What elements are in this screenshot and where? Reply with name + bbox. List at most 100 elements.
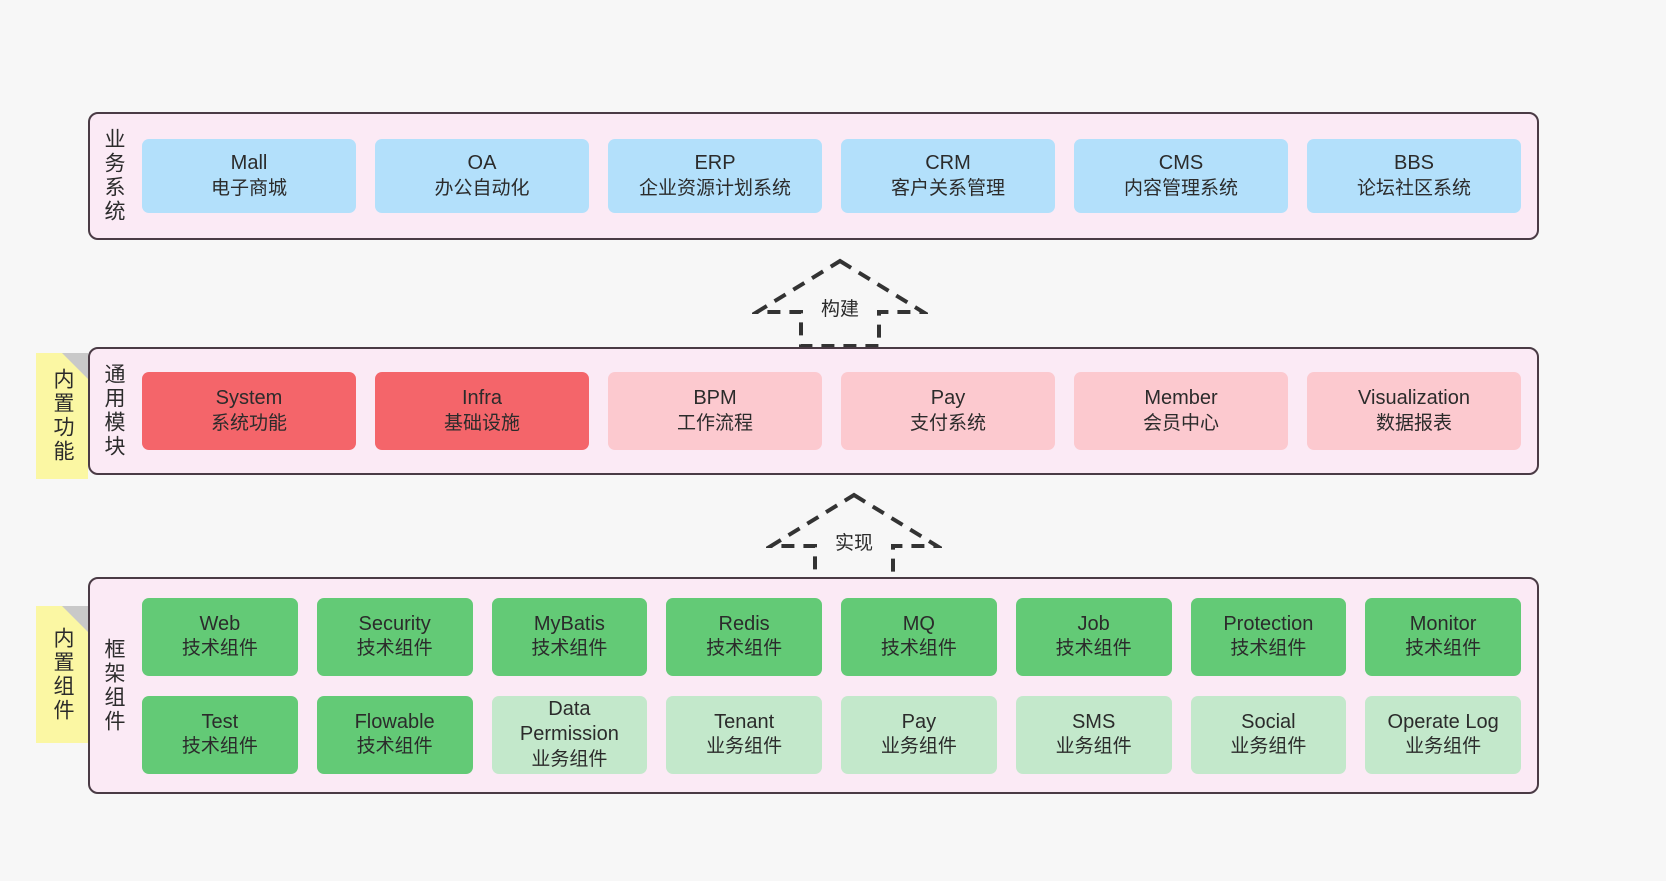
card-subtitle: 企业资源计划系统 <box>638 177 791 199</box>
card-security[interactable]: Security 技术组件 <box>316 597 473 676</box>
card-subtitle: 电子商城 <box>210 177 287 199</box>
card-title: Infra <box>461 387 503 410</box>
card-subtitle: 办公自动化 <box>434 177 530 199</box>
card-subtitle: 论坛社区系统 <box>1356 177 1471 199</box>
card-title: Redis <box>718 612 770 635</box>
card-subtitle: 业务组件 <box>1230 736 1307 758</box>
card-subtitle: 基础设施 <box>443 412 520 434</box>
card-bbs[interactable]: BBS 论坛社区系统 <box>1307 139 1521 213</box>
arrow-build: 构建 <box>752 256 928 351</box>
card-title: Tenant <box>714 710 775 733</box>
card-subtitle: 客户关系管理 <box>890 177 1005 199</box>
card-sms[interactable]: SMS 业务组件 <box>1015 695 1172 774</box>
card-pay-business[interactable]: Pay 业务组件 <box>841 695 997 774</box>
card-subtitle: 支付系统 <box>909 412 986 434</box>
card-title: ERP <box>694 152 736 175</box>
card-row: Mall 电子商城 OA 办公自动化 ERP 企业资源计划系统 CRM 客户关系… <box>142 139 1521 213</box>
card-title: System <box>215 387 283 410</box>
layer-title-business-system: 业务系统 <box>102 128 126 224</box>
card-title: Protection <box>1223 612 1314 635</box>
card-mall[interactable]: Mall 电子商城 <box>142 139 356 213</box>
arrow-build-label: 构建 <box>820 299 859 320</box>
card-redis[interactable]: Redis 技术组件 <box>666 597 822 676</box>
card-subtitle: 技术组件 <box>181 638 258 660</box>
card-test[interactable]: Test 技术组件 <box>142 695 298 774</box>
card-title: MQ <box>902 612 935 635</box>
card-subtitle: 业务组件 <box>706 736 783 758</box>
note-text: 内置组件 <box>51 626 75 723</box>
card-oa[interactable]: OA 办公自动化 <box>375 139 589 213</box>
card-title: Mall <box>230 152 268 175</box>
card-title: Social <box>1241 710 1296 733</box>
card-visualization[interactable]: Visualization 数据报表 <box>1307 372 1521 450</box>
card-social[interactable]: Social 业务组件 <box>1190 695 1347 774</box>
card-flowable[interactable]: Flowable 技术组件 <box>316 695 473 774</box>
card-mq[interactable]: MQ 技术组件 <box>841 597 997 676</box>
card-subtitle: 技术组件 <box>1230 638 1307 660</box>
card-web[interactable]: Web 技术组件 <box>142 597 298 676</box>
card-title: Flowable <box>354 710 435 733</box>
card-subtitle: 业务组件 <box>531 748 608 770</box>
card-subtitle: 工作流程 <box>676 412 753 434</box>
card-infra[interactable]: Infra 基础设施 <box>375 372 589 450</box>
card-row: Web 技术组件 Security 技术组件 MyBatis 技术组件 Redi… <box>142 597 1521 676</box>
layer-body-framework-component: Web 技术组件 Security 技术组件 MyBatis 技术组件 Redi… <box>136 579 1537 792</box>
layer-body-business-system: Mall 电子商城 OA 办公自动化 ERP 企业资源计划系统 CRM 客户关系… <box>136 114 1537 238</box>
card-tenant[interactable]: Tenant 业务组件 <box>666 695 822 774</box>
layer-framework-component: 框架组件 Web 技术组件 Security 技术组件 MyBatis 技术组件… <box>88 577 1539 794</box>
card-subtitle: 技术组件 <box>880 638 957 660</box>
card-subtitle: 技术组件 <box>1405 638 1482 660</box>
card-member[interactable]: Member 会员中心 <box>1074 372 1288 450</box>
card-subtitle: 技术组件 <box>706 638 783 660</box>
note-builtin-component: 内置组件 <box>36 606 88 743</box>
card-data-permission[interactable]: Data Permission 业务组件 <box>491 695 648 774</box>
page-fold-icon <box>62 606 88 632</box>
card-title: Data Permission <box>519 697 619 746</box>
card-title: Pay <box>901 710 937 733</box>
card-job[interactable]: Job 技术组件 <box>1015 597 1172 676</box>
card-subtitle: 技术组件 <box>181 736 258 758</box>
arrow-implement: 实现 <box>766 490 942 585</box>
layer-title-common-module: 通用模块 <box>102 363 126 459</box>
card-title: Operate Log <box>1387 710 1499 733</box>
card-pay[interactable]: Pay 支付系统 <box>841 372 1055 450</box>
card-crm[interactable]: CRM 客户关系管理 <box>841 139 1055 213</box>
card-title: CRM <box>925 152 971 175</box>
card-title: Pay <box>930 387 966 410</box>
card-subtitle: 技术组件 <box>531 638 608 660</box>
card-title: BPM <box>693 387 737 410</box>
card-subtitle: 技术组件 <box>356 638 433 660</box>
layer-title-framework-component: 框架组件 <box>102 637 126 734</box>
card-subtitle: 技术组件 <box>1055 638 1132 660</box>
card-subtitle: 业务组件 <box>1055 736 1132 758</box>
card-title: Monitor <box>1409 612 1477 635</box>
layer-common-module: 通用模块 System 系统功能 Infra 基础设施 BPM 工作流程 Pay… <box>88 347 1539 475</box>
layer-body-common-module: System 系统功能 Infra 基础设施 BPM 工作流程 Pay 支付系统… <box>136 349 1537 473</box>
card-row: Test 技术组件 Flowable 技术组件 Data Permission … <box>142 695 1521 774</box>
card-subtitle: 系统功能 <box>210 412 287 434</box>
note-builtin-function: 内置功能 <box>36 353 88 479</box>
card-title: BBS <box>1393 152 1435 175</box>
card-title: CMS <box>1158 152 1204 175</box>
card-cms[interactable]: CMS 内容管理系统 <box>1074 139 1288 213</box>
card-title: SMS <box>1071 710 1116 733</box>
card-title: Security <box>358 612 431 635</box>
card-title: Member <box>1144 387 1218 410</box>
card-title: Web <box>199 612 241 635</box>
card-title: Visualization <box>1358 387 1470 410</box>
card-row: System 系统功能 Infra 基础设施 BPM 工作流程 Pay 支付系统… <box>142 372 1521 450</box>
card-subtitle: 数据报表 <box>1375 412 1452 434</box>
card-system[interactable]: System 系统功能 <box>142 372 356 450</box>
card-subtitle: 技术组件 <box>356 736 433 758</box>
card-operate-log[interactable]: Operate Log 业务组件 <box>1365 695 1521 774</box>
layer-business-system: 业务系统 Mall 电子商城 OA 办公自动化 ERP 企业资源计划系统 CRM… <box>88 112 1539 240</box>
card-title: Job <box>1077 612 1110 635</box>
card-title: Test <box>201 710 239 733</box>
card-subtitle: 业务组件 <box>1405 736 1482 758</box>
card-monitor[interactable]: Monitor 技术组件 <box>1365 597 1521 676</box>
card-protection[interactable]: Protection 技术组件 <box>1190 597 1347 676</box>
card-bpm[interactable]: BPM 工作流程 <box>608 372 822 450</box>
card-erp[interactable]: ERP 企业资源计划系统 <box>608 139 822 213</box>
card-mybatis[interactable]: MyBatis 技术组件 <box>491 597 648 676</box>
